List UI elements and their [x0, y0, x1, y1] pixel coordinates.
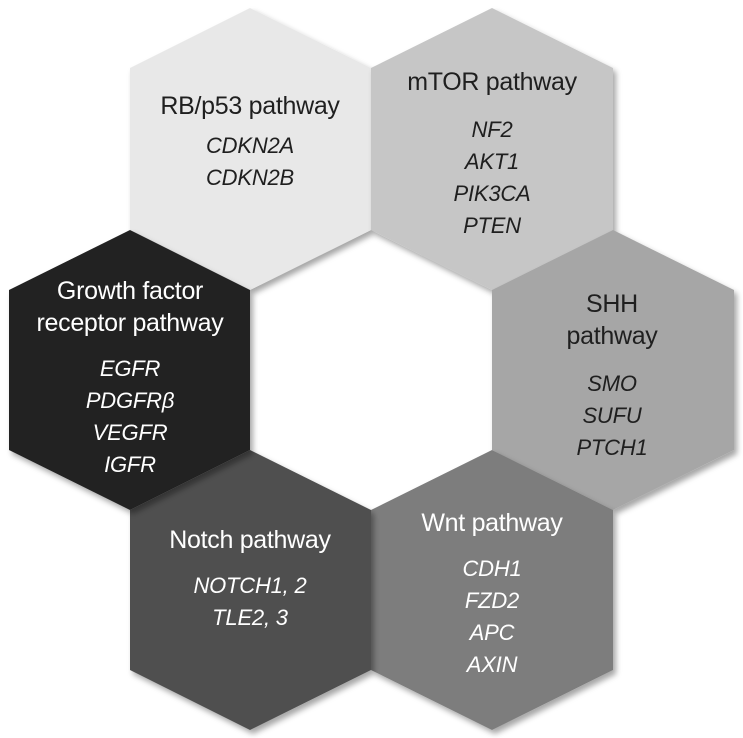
hex-wnt	[371, 450, 613, 730]
pathway-title: Growth factor	[56, 277, 204, 305]
hex-growth-factor-text: Growth factor receptor pathway EGFR PDGF…	[14, 275, 246, 481]
pathway-title: mTOR pathway	[407, 68, 577, 96]
pathway-title: RB/p53 pathway	[160, 92, 340, 120]
pathway-title: SHH	[586, 290, 638, 318]
hex-mtor	[371, 8, 613, 290]
gene-label: CDH1	[462, 556, 522, 581]
pathway-title: receptor pathway	[36, 309, 224, 337]
gene-label: IGFR	[104, 452, 156, 477]
gene-label: PTEN	[463, 213, 521, 238]
gene-label: AXIN	[466, 652, 518, 677]
gene-label: NF2	[471, 117, 513, 142]
hex-rb-p53-text: RB/p53 pathway CDKN2A CDKN2B	[140, 90, 360, 194]
gene-label: SMO	[587, 371, 637, 396]
gene-label: SUFU	[582, 403, 642, 428]
gene-label: PTCH1	[576, 435, 648, 460]
gene-label: NOTCH1, 2	[193, 573, 307, 598]
hex-rb-p53	[130, 8, 371, 290]
gene-label: AKT1	[464, 149, 520, 174]
pathway-title: Wnt pathway	[421, 509, 563, 537]
hex-mtor-text: mTOR pathway NF2 AKT1 PIK3CA PTEN	[382, 66, 602, 242]
hex-notch-text: Notch pathway NOTCH1, 2 TLE2, 3	[140, 524, 360, 634]
gene-label: TLE2, 3	[212, 605, 288, 630]
gene-label: VEGFR	[92, 420, 168, 445]
pathway-title: pathway	[566, 322, 658, 350]
gene-label: FZD2	[464, 588, 520, 613]
gene-label: CDKN2B	[205, 165, 295, 190]
gene-label: CDKN2A	[205, 133, 295, 158]
gene-label: PIK3CA	[453, 181, 531, 206]
hex-wnt-text: Wnt pathway CDH1 FZD2 APC AXIN	[382, 507, 602, 681]
hex-shh-text: SHH pathway SMO SUFU PTCH1	[502, 288, 722, 464]
hex-growth-factor	[9, 230, 250, 510]
gene-label: APC	[469, 620, 515, 645]
pathway-title: Notch pathway	[169, 526, 331, 554]
gene-label: EGFR	[99, 356, 161, 381]
hex-notch	[130, 450, 371, 730]
gene-label: PDGFRβ	[85, 388, 175, 413]
hex-shh	[492, 230, 734, 510]
